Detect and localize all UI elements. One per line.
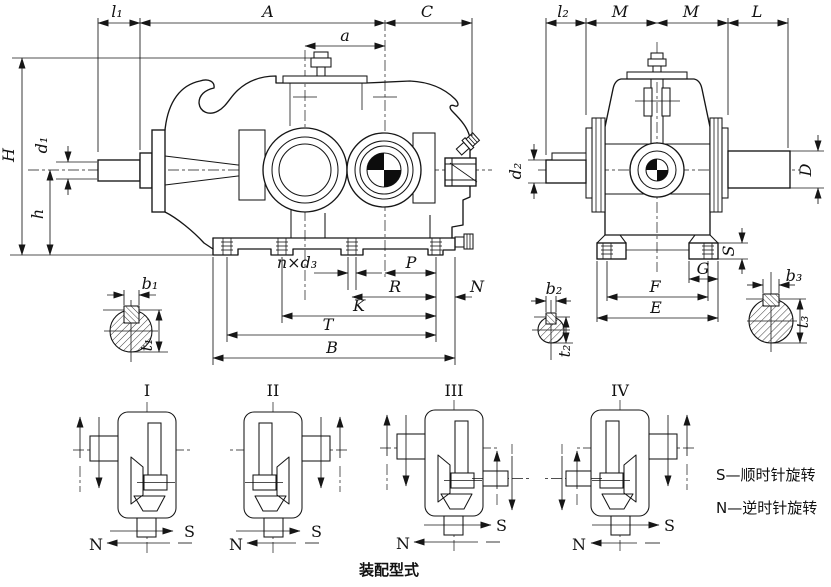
dim-label-l2: l₂ [557, 2, 569, 21]
dim-label-b3: b₃ [786, 266, 803, 285]
breather-plug-icon [455, 132, 481, 156]
assembly-s-label-2: S [311, 522, 322, 541]
shaft-right [727, 150, 791, 189]
dim-label-h: h [28, 209, 47, 219]
dim-label-H: H [0, 147, 18, 163]
side-view: l₂ M M L d₂ D S [506, 2, 824, 322]
dim-label-K: K [352, 296, 366, 315]
legend-counterclockwise: N—逆时针旋转 [716, 499, 817, 517]
dim-label-l1: l₁ [111, 2, 123, 21]
dim-label-b2: b₂ [546, 279, 563, 298]
dim-label-a: a [340, 26, 350, 45]
dim-label-nxd3: n×d₃ [277, 253, 317, 272]
assembly-numeral-4: IV [611, 381, 629, 400]
dim-label-C: C [421, 2, 433, 21]
dim-label-D: D [796, 163, 815, 177]
side-top-dims: l₂ M M L [545, 2, 789, 155]
dim-label-t2: t₂ [555, 345, 574, 358]
assembly-s-label-1: S [184, 522, 195, 541]
gear-bores [262, 127, 422, 213]
shaft-left [545, 159, 587, 184]
dim-label-E: E [649, 298, 662, 317]
dim-label-T: T [323, 315, 335, 334]
assembly-type-3: III S N [380, 381, 530, 554]
side-bottom-dims: S G F E [596, 228, 748, 322]
front-left-dims: H d₁ h [0, 57, 311, 256]
dim-label-L: L [751, 2, 763, 21]
dim-label-P: P [405, 253, 417, 272]
dim-label-A: A [260, 2, 274, 21]
base [212, 237, 456, 256]
dim-label-d2: d₂ [506, 163, 525, 180]
dim-label-t3: t₃ [793, 316, 812, 329]
front-view: l₁ A C a H d₁ h [0, 2, 492, 365]
assembly-n-label-4: N [572, 535, 586, 554]
drain-plug-icon [454, 233, 474, 250]
front-bottom-dims: n×d₃ P R N K T B [212, 253, 485, 365]
dim-label-G: G [697, 259, 710, 278]
cap-knob [313, 51, 329, 59]
dim-label-B: B [325, 338, 338, 357]
side-feet [596, 234, 719, 260]
dim-label-R: R [388, 277, 401, 296]
drawing-caption: 装配型式 [358, 561, 419, 579]
dim-label-S: S [719, 245, 738, 256]
assembly-n-label-1: N [89, 535, 103, 554]
assembly-type-2: II S N [229, 381, 347, 556]
keyway-detail-b2: b₂ t₂ [531, 279, 574, 360]
inspection-cover [282, 75, 368, 84]
assembly-s-label-4: S [664, 516, 675, 535]
assembly-s-label-3: S [496, 516, 507, 535]
keyway-detail-b3: b₃ t₃ [746, 266, 812, 352]
assembly-numeral-3: III [445, 381, 464, 400]
dim-label-b1: b₁ [142, 274, 159, 293]
assembly-type-1: I S N [73, 381, 195, 556]
dim-label-N: N [469, 277, 485, 296]
assembly-n-label-3: N [396, 534, 410, 553]
dim-label-F: F [648, 277, 661, 296]
assembly-n-label-2: N [229, 535, 243, 554]
assembly-numeral-1: I [144, 381, 150, 400]
dim-label-t1: t₁ [137, 339, 156, 352]
front-top-dims: l₁ A C a [97, 2, 473, 152]
side-shaft-dims: d₂ D [506, 135, 824, 204]
dim-label-M2: M [682, 2, 700, 21]
assembly-numeral-2: II [267, 381, 280, 400]
dim-label-d1: d₁ [32, 137, 51, 154]
input-shaft [97, 159, 141, 182]
dim-label-M1: M [611, 2, 629, 21]
legend-clockwise: S—顺时针旋转 [716, 466, 816, 484]
assembly-type-4: IV S N [544, 381, 694, 554]
keyway-detail-b1: b₁ t₁ [103, 274, 168, 362]
